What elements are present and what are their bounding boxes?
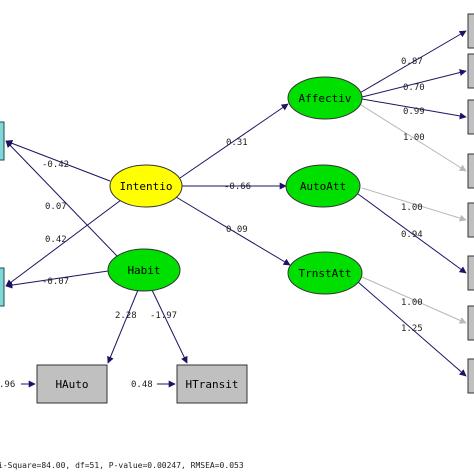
habit-label: Habit — [127, 264, 160, 277]
coef-autoatt-2: 0.94 — [401, 230, 423, 240]
coef-intention-autoatt: -0.66 — [224, 182, 251, 192]
coef-habit-htransit: -1.97 — [150, 311, 177, 321]
right-observed-box-3 — [467, 99, 474, 135]
coef-habit-top-left: 0.07 — [45, 202, 67, 212]
intention-label: Intentio — [120, 180, 173, 193]
error-htransit: 0.48 — [131, 380, 153, 390]
habit-node — [107, 248, 181, 292]
coef-affective-4: 1.00 — [403, 133, 425, 143]
coef-affective-2: 0.70 — [403, 83, 425, 93]
right-observed-box-2 — [467, 53, 474, 89]
hauto-box — [36, 364, 108, 404]
path-trnstatt-2 — [357, 281, 467, 377]
path-intention-bottom-left — [5, 196, 126, 287]
coef-habit-hauto: 2.28 — [115, 311, 137, 321]
left-observed-box-top — [0, 121, 5, 161]
htransit-box — [176, 364, 248, 404]
coef-affective-1: 0.87 — [401, 57, 423, 67]
path-intention-affective — [179, 103, 289, 179]
autoatt-label: AutoAtt — [300, 180, 346, 193]
right-observed-box-7 — [467, 305, 474, 341]
path-intention-top-left — [5, 139, 111, 182]
fit-statistics: i-Square=84.00, df=51, P-value=0.00247, … — [0, 461, 244, 470]
path-affective-4 — [357, 102, 467, 172]
path-habit-bottom-left — [5, 270, 109, 289]
error-hauto: .96 — [0, 380, 15, 390]
right-observed-box-4 — [467, 153, 474, 189]
path-autoatt-1 — [361, 187, 467, 222]
trnstatt-node — [287, 251, 363, 295]
htransit-label: HTransit — [186, 378, 239, 391]
coef-intention-top-left: -0.42 — [42, 160, 69, 170]
affective-label: Affectiv — [299, 92, 352, 105]
autoatt-node — [285, 164, 361, 208]
path-trnstatt-1 — [361, 276, 467, 324]
path-habit-hauto — [107, 289, 139, 364]
right-observed-box-8 — [467, 358, 474, 394]
path-affective-3 — [361, 98, 467, 120]
intention-node — [109, 164, 183, 208]
coef-habit-bottom-left: -0.07 — [42, 277, 69, 287]
path-intention-trnstatt — [175, 196, 291, 266]
coef-intention-bottom-left: 0.42 — [45, 235, 67, 245]
right-observed-box-5 — [467, 202, 474, 238]
path-habit-htransit — [151, 289, 188, 364]
affective-node — [287, 76, 363, 120]
right-observed-box-6 — [467, 255, 474, 291]
coef-affective-3: 0.99 — [403, 107, 425, 117]
coef-intention-trnstatt: 0.09 — [226, 225, 248, 235]
path-habit-top-left — [5, 140, 119, 258]
path-affective-2 — [361, 69, 467, 98]
coef-intention-affective: 0.31 — [226, 138, 248, 148]
coef-autoatt-1: 1.00 — [401, 203, 423, 213]
path-affective-1 — [357, 30, 467, 95]
path-autoatt-2 — [357, 193, 467, 274]
hauto-label: HAuto — [55, 378, 88, 391]
coef-trnstatt-2: 1.25 — [401, 324, 423, 334]
trnstatt-label: TrnstAtt — [299, 267, 352, 280]
right-observed-box-1 — [467, 13, 474, 49]
left-observed-box-bottom — [0, 267, 5, 307]
coef-trnstatt-1: 1.00 — [401, 298, 423, 308]
